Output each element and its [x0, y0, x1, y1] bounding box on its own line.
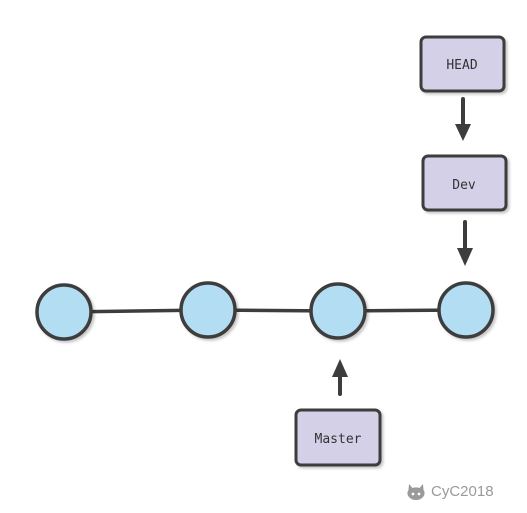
- head-to-dev-arrow: [455, 97, 471, 141]
- head-label: HEAD: [419, 35, 506, 93]
- commit-node-4: [437, 281, 495, 339]
- dev-to-commit-arrow: [457, 220, 473, 266]
- commit-node-2: [179, 281, 237, 339]
- master-to-commit-arrow: [332, 359, 348, 396]
- watermark-text: CyC2018: [431, 483, 494, 500]
- master-label: Master: [294, 408, 382, 467]
- dev-label: Dev: [421, 154, 508, 212]
- head-label-text: HEAD: [446, 58, 477, 73]
- commit-node-1: [35, 283, 93, 341]
- github-octocat-icon: [406, 483, 426, 501]
- commit-node-3: [309, 282, 367, 340]
- dev-label-text: Dev: [452, 178, 476, 193]
- commit-line: [62, 308, 468, 314]
- master-label-text: Master: [315, 432, 362, 447]
- watermark: CyC2018: [406, 482, 494, 502]
